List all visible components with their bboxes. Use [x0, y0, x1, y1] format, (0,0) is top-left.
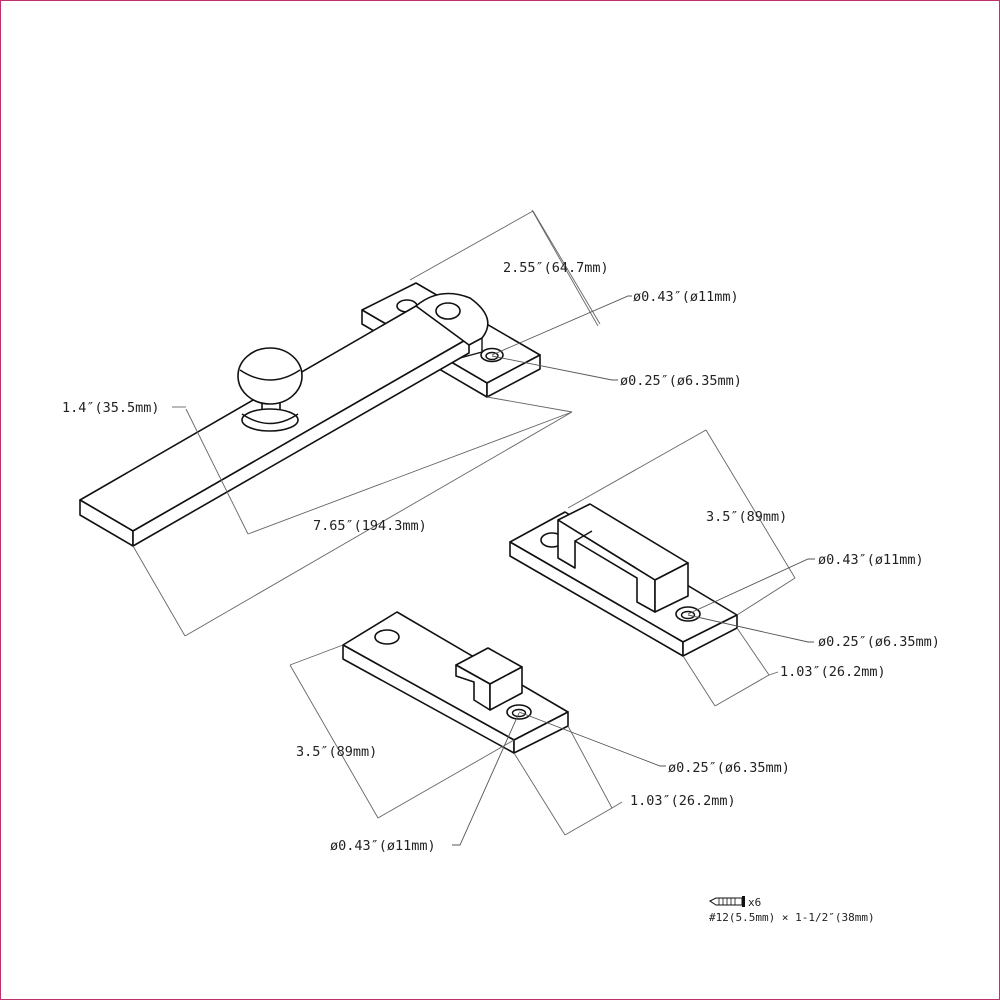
screw-quantity: x6: [748, 896, 761, 909]
keeper-stop-hole-small-label: ø0.25″(ø6.35mm): [668, 760, 790, 776]
keeper-stop-assembly: [342, 611, 569, 754]
keeper-stop-length-label: 3.5″(89mm): [296, 744, 377, 760]
lever-assembly: [79, 282, 541, 547]
knob-height-label: 1.4″(35.5mm): [62, 400, 160, 416]
keeper-stop-block: [455, 647, 523, 711]
lever-hole-large-label: ø0.43″(ø11mm): [633, 289, 739, 305]
lever-hole-small-label: ø0.25″(ø6.35mm): [620, 373, 742, 389]
screw-legend: x6 #12(5.5mm) × 1-1/2″(38mm): [709, 896, 875, 924]
keeper-stop-hole-large-label: ø0.43″(ø11mm): [330, 838, 436, 854]
lever-length-label: 7.65″(194.3mm): [313, 518, 427, 534]
keeper-hook-length-label: 3.5″(89mm): [706, 509, 787, 525]
lever-width-label: 2.55″(64.7mm): [503, 260, 609, 276]
keeper-hook-hole-large-label: ø0.43″(ø11mm): [818, 552, 924, 568]
keeper-hook-width-label: 1.03″(26.2mm): [780, 664, 886, 680]
keeper-stop-plate: [342, 611, 569, 754]
keeper-hook-hole-small-label: ø0.25″(ø6.35mm): [818, 634, 940, 650]
keeper-hook-block: [557, 503, 689, 613]
screw-icon: [709, 896, 745, 907]
dimension-labels: 2.55″(64.7mm) ø0.43″(ø11mm) ø0.25″(ø6.35…: [62, 260, 940, 854]
lever-knob: [237, 347, 303, 432]
dimension-lines: [132, 209, 815, 846]
keeper-hook-assembly: [509, 503, 738, 657]
keeper-stop-width-label: 1.03″(26.2mm): [630, 793, 736, 809]
screw-spec: #12(5.5mm) × 1-1/2″(38mm): [709, 911, 875, 924]
